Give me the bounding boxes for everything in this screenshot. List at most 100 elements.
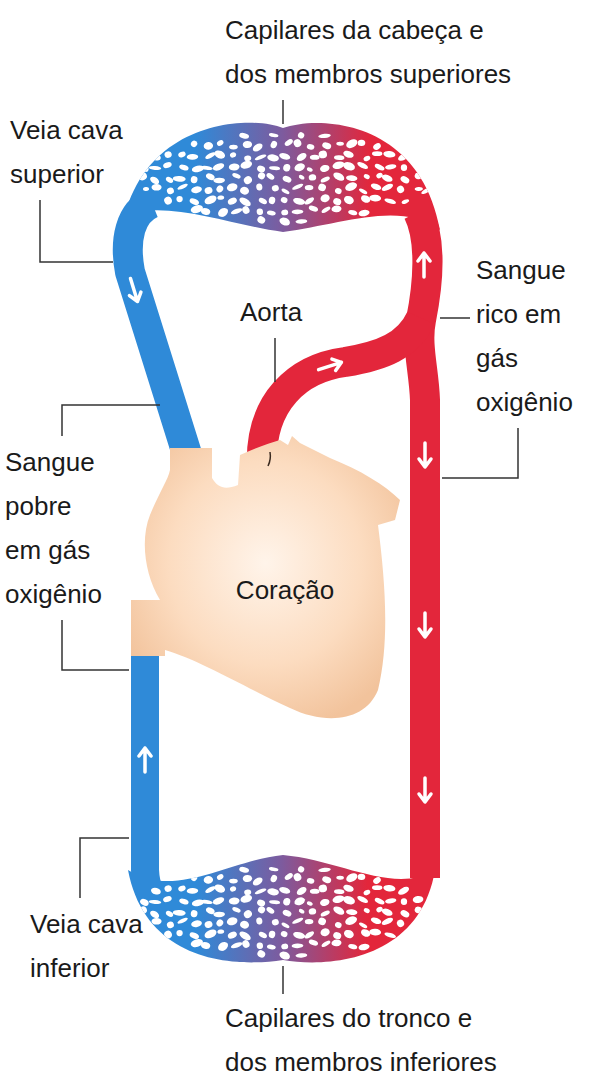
capillary-gap (269, 140, 278, 150)
capillary-gap (348, 209, 358, 216)
capillary-gap (358, 874, 366, 881)
capillary-gap (344, 915, 358, 927)
capillary-gap (163, 195, 173, 205)
capillary-gap (164, 151, 173, 159)
capillary-gap (162, 895, 172, 903)
capillary-gap (165, 176, 174, 185)
capillary-gap (306, 877, 315, 884)
capillary-gap (268, 930, 276, 938)
capillary-gap (179, 164, 190, 172)
capillary-gap (304, 196, 316, 206)
capillary-gap (385, 163, 397, 170)
capillary-gap (372, 142, 382, 151)
capillary-gap (346, 175, 358, 182)
capillary-gap (385, 897, 397, 904)
leader-line (62, 620, 129, 670)
capillary-gap (190, 139, 199, 148)
callout-label: Veia cava superior (10, 108, 160, 196)
capillary-gap (332, 905, 346, 917)
capillary-mesh (137, 865, 432, 961)
capillary-gap (331, 205, 342, 213)
capillary-gap (173, 910, 186, 917)
capillary-gap (139, 897, 150, 907)
capillary-gap (396, 184, 406, 194)
capillary-gap (346, 909, 358, 916)
capillary-gap (334, 155, 345, 160)
capillary-gap (278, 886, 291, 895)
capillary-gap (215, 918, 224, 928)
capillary-gap (305, 185, 314, 190)
capillary-gap (150, 887, 161, 896)
capillary-gap (412, 895, 424, 904)
capillary-gap (229, 897, 240, 905)
capillary-gap (297, 131, 306, 139)
capillary-gap (226, 916, 238, 926)
capillary-gap (212, 162, 225, 172)
capillary-gap (227, 930, 238, 940)
capillary-gap (358, 921, 368, 929)
capillary-gap (239, 920, 249, 929)
capillary-gap (213, 177, 225, 183)
capillary-gap (258, 197, 268, 206)
capillary-gap (217, 929, 224, 934)
capillary-gap (280, 196, 288, 204)
capillary-gap (305, 919, 314, 924)
capillary-gap (358, 187, 368, 195)
flow-arrow (125, 277, 143, 303)
capillary-gap (143, 187, 149, 192)
capillary-gap (383, 884, 396, 892)
capillary-gap (204, 186, 214, 195)
capillary-gap (265, 906, 275, 915)
inferior-vena-cava (145, 640, 165, 905)
capillary-gap (149, 165, 162, 170)
capillary-gap (345, 137, 359, 150)
flow-arrow (419, 613, 431, 637)
capillary-gap (291, 182, 304, 191)
capillary-gap (342, 161, 356, 172)
heart-organ: Coração (125, 435, 410, 730)
capillary-gap (190, 176, 198, 184)
capillary-gap (187, 154, 199, 160)
capillary-gap (165, 910, 174, 919)
capillary-gap (176, 930, 182, 936)
flow-arrow (317, 357, 344, 376)
capillary-gap (150, 153, 161, 162)
capillary-gap (292, 197, 305, 206)
capillary-gap (281, 209, 288, 215)
capillary-gap (384, 197, 397, 205)
capillary-gap (345, 871, 359, 884)
capillary-gap (189, 197, 200, 206)
capillary-gap (267, 887, 280, 896)
capillary-gap (320, 193, 331, 203)
capillary-gap (381, 916, 394, 926)
capillary-gap (374, 897, 386, 906)
capillary-gap (358, 209, 370, 217)
capillary-gap (282, 897, 291, 906)
callout-label: Capilares do tronco e dos membros inferi… (225, 996, 510, 1084)
capillary-gap (284, 138, 294, 147)
capillary-gap (363, 907, 371, 914)
capillary-gap (415, 187, 423, 191)
capillary-gap (269, 133, 279, 138)
callout-label: Capilares da cabeça e dos membros superi… (225, 8, 517, 96)
capillary-gap (304, 930, 316, 940)
capillary-gap (229, 145, 238, 150)
capillary-mesh (137, 131, 432, 227)
capillary-gap (213, 149, 226, 160)
capillary-gap (256, 215, 266, 225)
capillary-gap (149, 175, 161, 186)
capillary-gap (372, 876, 382, 885)
capillary-gap (213, 911, 225, 917)
capillary-gap (282, 163, 291, 172)
capillary-gap (292, 872, 302, 882)
capillary-gap (267, 210, 277, 216)
capillary-gap (215, 184, 224, 194)
capillary-gap (318, 867, 331, 872)
capillary-gap (166, 187, 175, 196)
capillary-gap (232, 172, 242, 180)
capillary-gap (308, 939, 319, 947)
capillary-gap (363, 155, 371, 162)
capillary-gap (308, 174, 316, 181)
capillary-gap (332, 171, 346, 183)
capillary-gap (331, 939, 342, 947)
